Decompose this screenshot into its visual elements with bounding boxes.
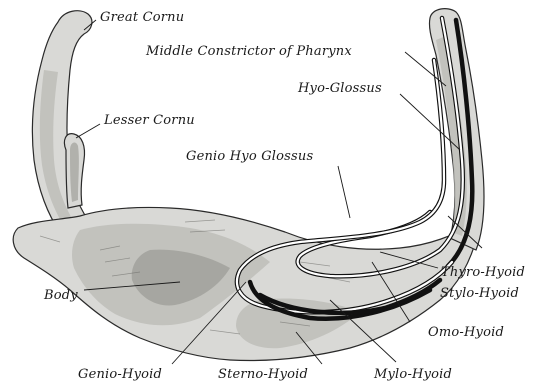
label-sterno-hyoid: Sterno-Hyoid	[218, 367, 308, 382]
label-great-cornu: Great Cornu	[100, 10, 184, 25]
label-thyro-hyoid: Thyro-Hyoid	[441, 265, 525, 280]
label-genio-hyoid: Genio-Hyoid	[78, 367, 162, 382]
label-body: Body	[43, 288, 78, 303]
label-mylo-hyoid: Mylo-Hyoid	[373, 367, 452, 382]
label-hyo-glossus: Hyo-Glossus	[297, 81, 382, 96]
label-genio-hyo-glossus: Genio Hyo Glossus	[186, 149, 313, 164]
label-lesser-cornu: Lesser Cornu	[103, 113, 195, 128]
label-omo-hyoid: Omo-Hyoid	[428, 325, 504, 340]
label-stylo-hyoid: Stylo-Hyoid	[440, 286, 519, 301]
leader-genio-hyo-glossus	[338, 166, 350, 218]
leader-lesser-cornu	[76, 124, 100, 138]
label-middle-constrictor: Middle Constrictor of Pharynx	[145, 44, 352, 59]
